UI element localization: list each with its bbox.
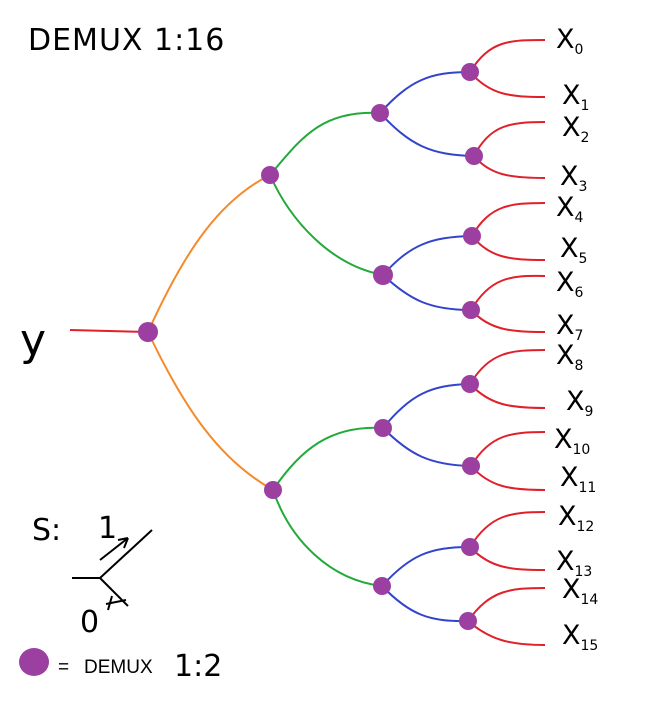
wire-x7	[470, 309, 546, 333]
output-label-x3: X3	[560, 161, 587, 195]
output-label-x2: X2	[562, 112, 589, 146]
demux-node-l2-c	[374, 419, 392, 437]
wire-level2-b	[269, 174, 384, 276]
wire-x1	[469, 71, 546, 98]
output-labels: X0 X1 X2 X3 X4 X5 X6 X7 X8 X9 X10 X11 X1…	[554, 24, 598, 654]
diagram-title: DEMUX 1:16	[28, 23, 225, 58]
wire-level2-d	[272, 489, 383, 587]
demux-node-l3-h	[459, 612, 477, 630]
wire-level3-c	[382, 235, 473, 276]
demux-node-l3-d	[462, 301, 480, 319]
wire-level3-g	[381, 546, 471, 587]
demux-node-root	[138, 322, 158, 342]
demux-node-l3-b	[465, 147, 483, 165]
output-label-x10: X10	[554, 424, 590, 458]
wire-x9	[469, 383, 546, 409]
demux-node-l3-c	[463, 227, 481, 245]
wire-level3-f	[382, 427, 472, 467]
legend: = DEMUX 1:2	[19, 648, 222, 684]
wire-level2-a	[269, 111, 381, 176]
legend-equals: =	[58, 657, 69, 678]
demux-node-l3-e	[461, 375, 479, 393]
output-label-x8: X8	[556, 340, 583, 374]
wire-x5	[471, 235, 546, 261]
select-one-label: 1	[98, 511, 117, 546]
select-zero-label: 0	[80, 605, 99, 640]
select-arrow-down-icon	[105, 595, 127, 611]
input-wire	[69, 329, 149, 333]
input-label: y	[20, 315, 46, 366]
wire-x15	[467, 620, 546, 646]
wire-x0	[469, 39, 546, 73]
wire-level3-b	[379, 112, 475, 157]
select-label: S:	[32, 513, 61, 548]
wire-x2	[473, 121, 546, 157]
wire-x14	[467, 587, 546, 622]
wire-x3	[473, 155, 546, 179]
output-label-x7: X7	[556, 310, 583, 344]
demux-node-l2-a	[371, 104, 389, 122]
demux-nodes	[138, 63, 483, 630]
wire-x12	[469, 511, 546, 548]
select-arrow-up-icon	[99, 537, 129, 561]
output-label-x11: X11	[560, 462, 596, 496]
wire-x10	[470, 431, 546, 467]
output-label-x1: X1	[562, 80, 589, 114]
output-label-x4: X4	[556, 192, 584, 226]
demux-node-l1-bottom	[264, 481, 282, 499]
wire-level2-c	[272, 426, 384, 491]
legend-ratio: 1:2	[174, 649, 222, 684]
output-label-x0: X0	[556, 24, 583, 58]
wire-level3-a	[379, 71, 471, 114]
demux-node-l3-g	[461, 538, 479, 556]
wire-x6	[470, 274, 546, 311]
wire-x4	[471, 202, 546, 237]
output-label-x9: X9	[566, 386, 593, 420]
wire-level3-e	[382, 383, 471, 429]
output-label-x5: X5	[560, 233, 587, 267]
demux-node-l2-d	[373, 577, 391, 595]
demux-node-l2-b	[373, 265, 393, 285]
wire-level1-bottom	[147, 331, 274, 491]
wire-level3-d	[382, 274, 472, 311]
output-label-x14: X14	[562, 574, 598, 608]
output-label-x15: X15	[562, 620, 598, 654]
demux-node-l1-top	[261, 166, 279, 184]
output-wires	[467, 39, 546, 646]
wire-x13	[469, 546, 546, 571]
wire-level1-top	[147, 174, 271, 333]
select-signal: S: 1 0	[32, 511, 153, 640]
legend-text: DEMUX	[84, 657, 153, 678]
wire-level3-h	[381, 585, 469, 623]
wire-x8	[469, 349, 546, 385]
output-label-x13: X13	[556, 546, 592, 580]
output-label-x12: X12	[558, 501, 594, 535]
legend-node-icon	[19, 648, 49, 676]
demux-node-l3-a	[461, 63, 479, 81]
output-label-x6: X6	[556, 267, 584, 301]
demux-node-l3-f	[462, 457, 480, 475]
wire-x11	[470, 465, 546, 491]
